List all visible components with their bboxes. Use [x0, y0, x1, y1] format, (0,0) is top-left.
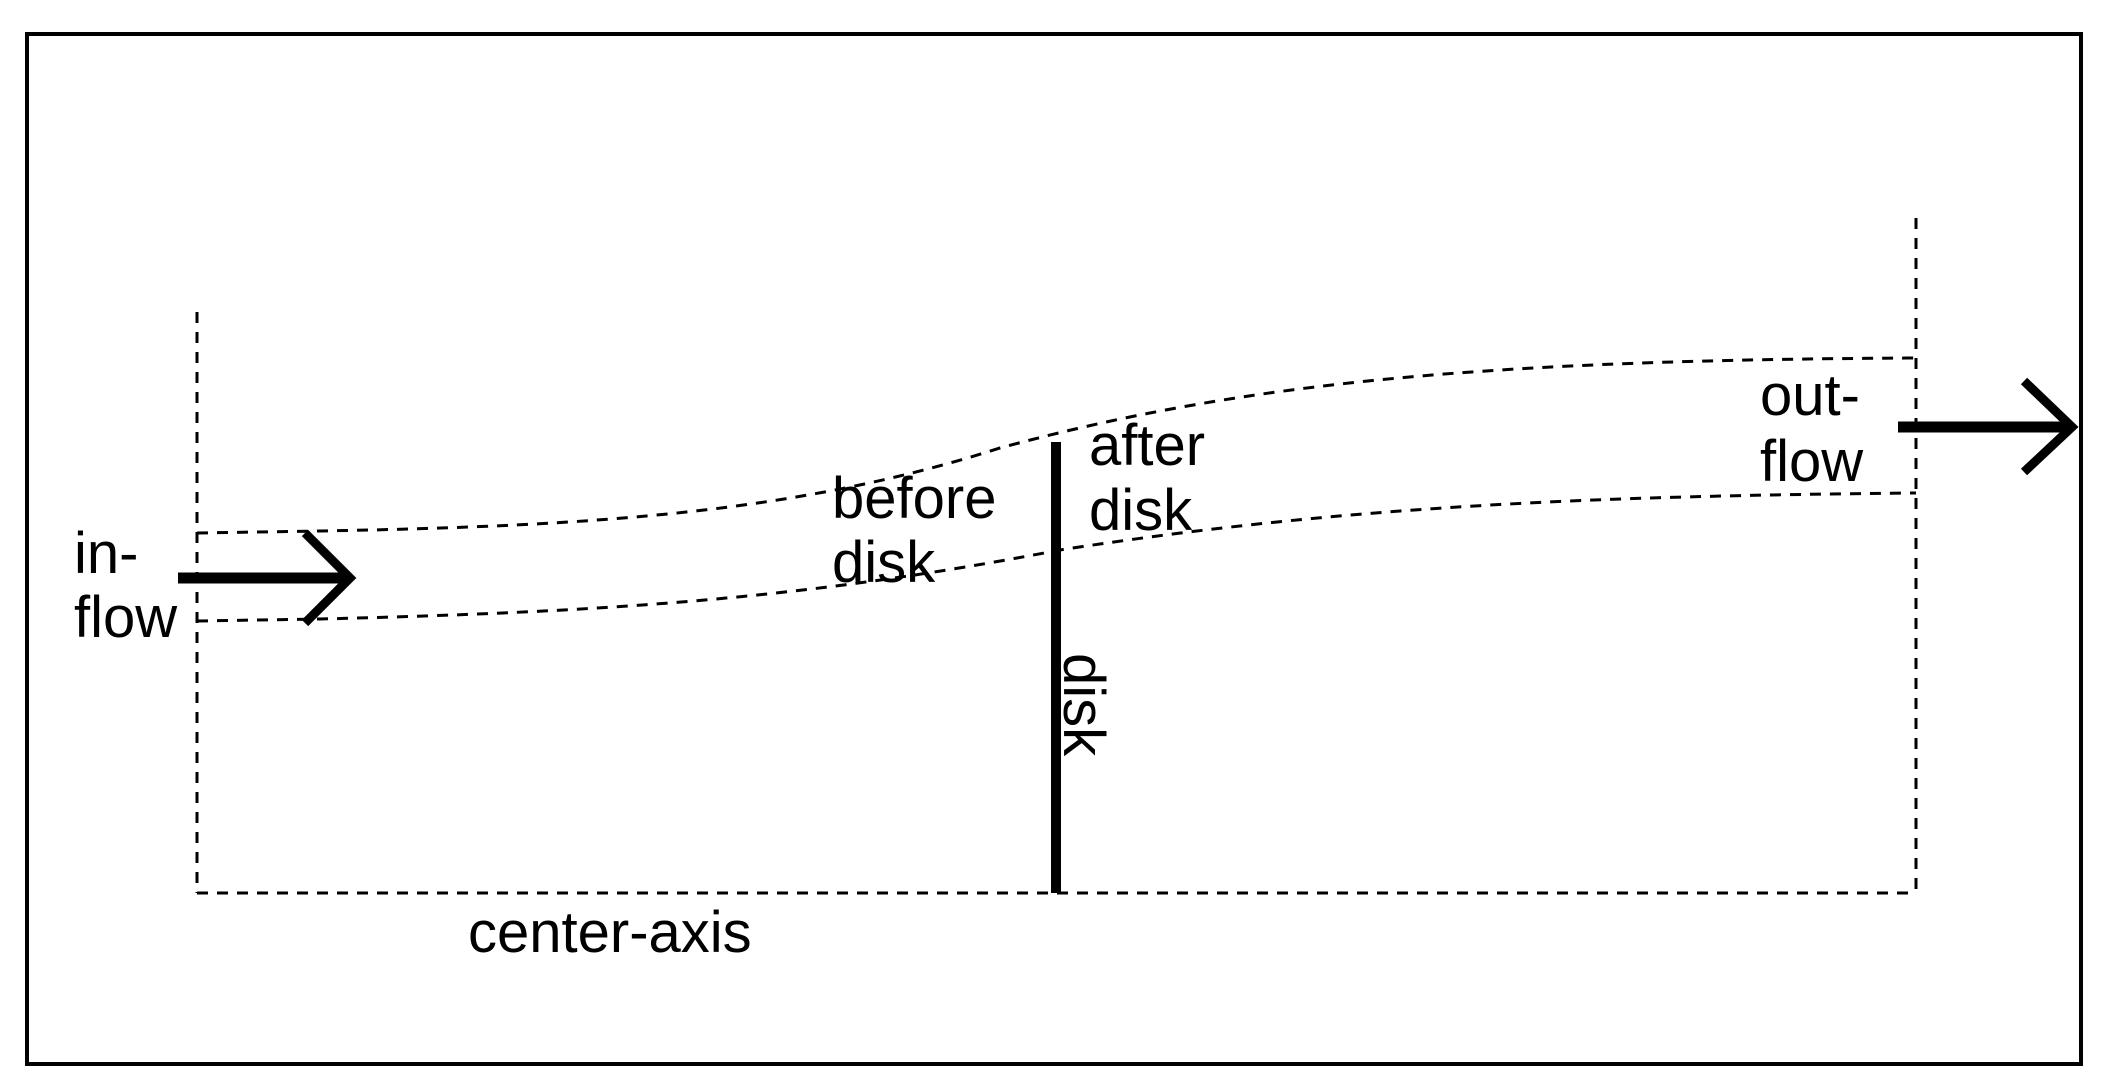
- center-axis-label: center-axis: [468, 900, 752, 965]
- inflow-label-line2: flow: [74, 585, 178, 650]
- streamtube-upper-boundary: [196, 356, 1917, 535]
- outflow-label-line2: flow: [1760, 429, 1864, 494]
- before-disk-label-line1: before: [832, 466, 996, 531]
- after-disk-label-line2: disk: [1089, 478, 1193, 543]
- outflow-label-line1: out-: [1760, 363, 1860, 428]
- inflow-label-line1: in-: [74, 521, 138, 586]
- outflow-arrow: [1898, 377, 2079, 476]
- inflow-arrow: [178, 529, 357, 627]
- outer-frame: [25, 32, 2083, 1066]
- before-disk-label-line2: disk: [832, 530, 936, 595]
- after-disk-label-line1: after: [1089, 413, 1205, 478]
- disk-label: disk: [1051, 653, 1116, 757]
